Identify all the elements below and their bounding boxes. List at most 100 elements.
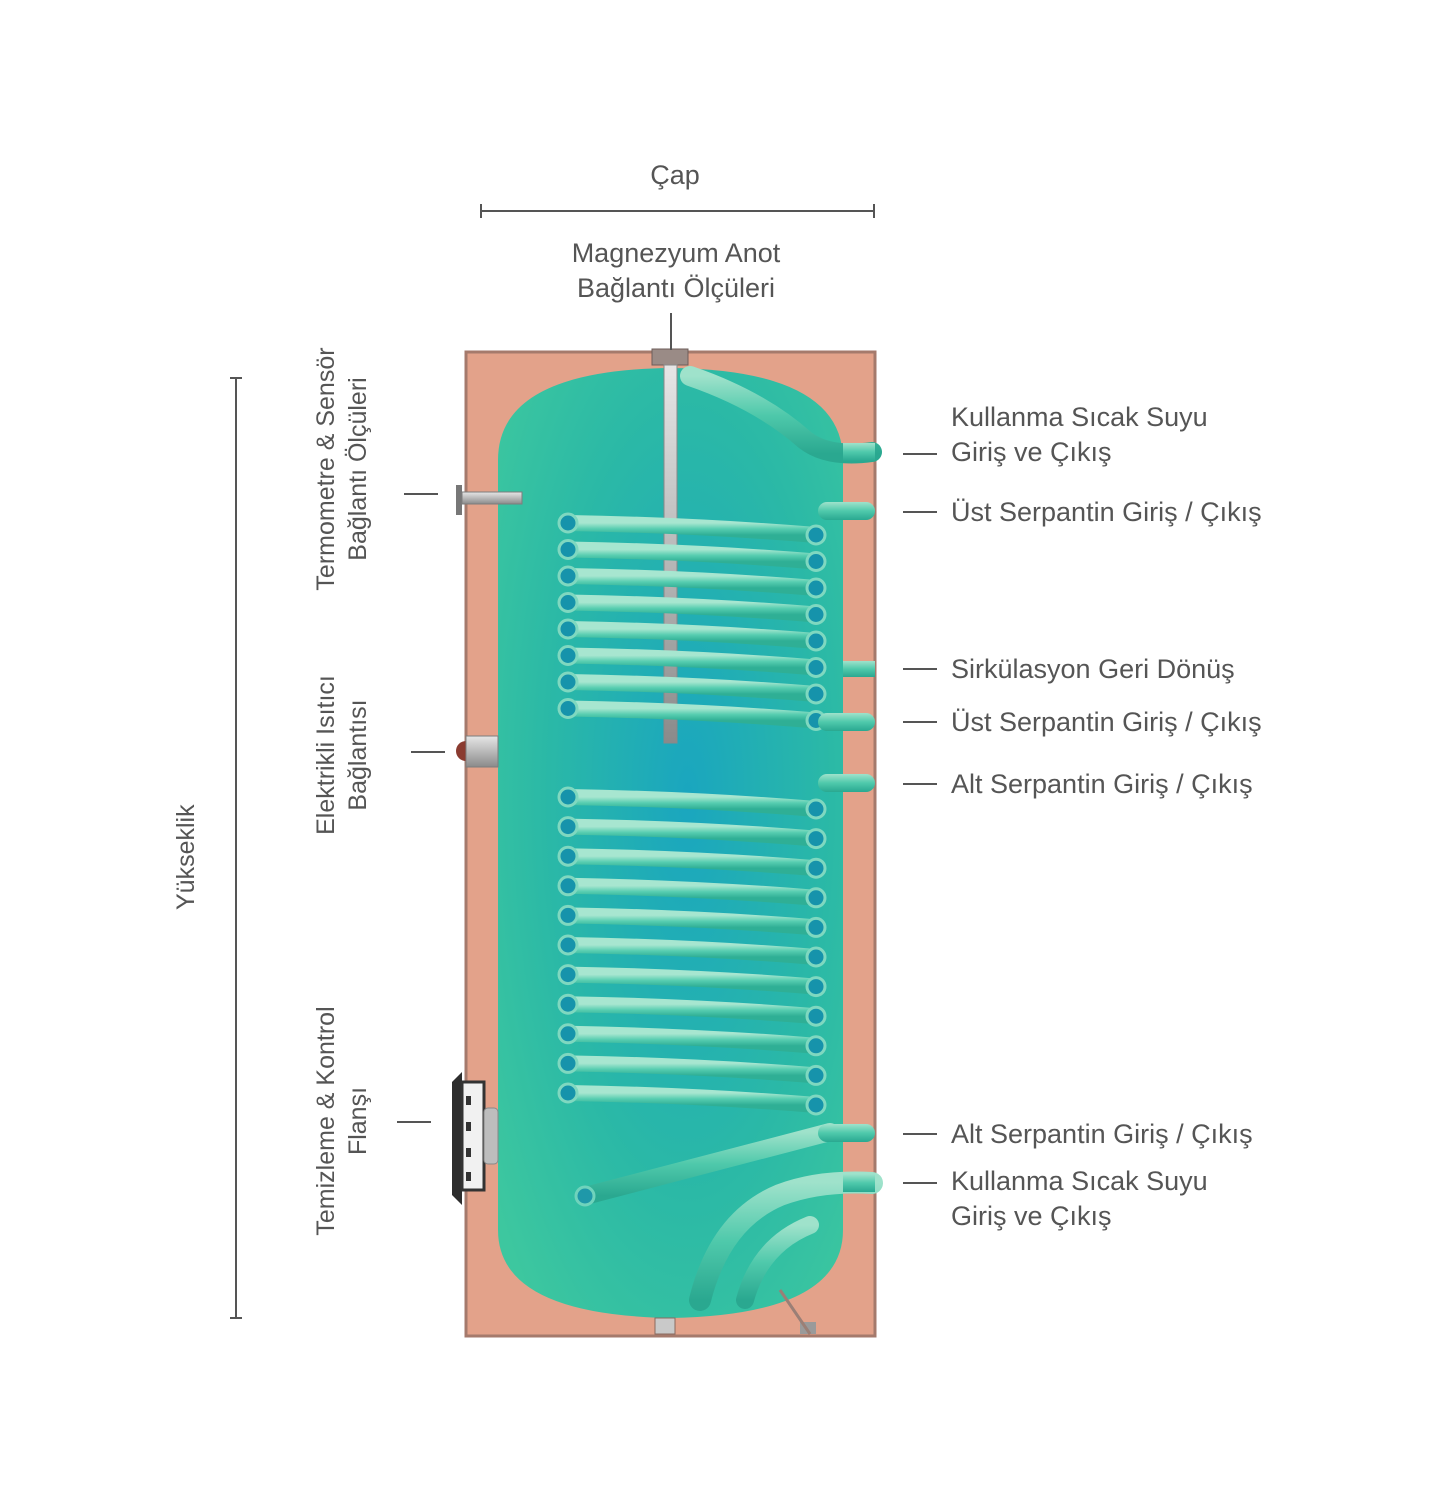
right-label-lower-coil-1-text: Alt Serpantin Giriş / Çıkış	[951, 769, 1253, 799]
upper-coil-left-opening	[557, 539, 579, 560]
callout-lines	[397, 313, 937, 1184]
nozzle-upper-coil-top	[818, 502, 875, 520]
lower-coil-tube	[560, 937, 824, 965]
right-nozzles	[818, 443, 875, 1192]
heater-label-line2: Bağlantısı	[344, 699, 372, 811]
lower-coil-right-opening	[805, 916, 827, 938]
right-label-upper-coil-2-text: Üst Serpantin Giriş / Çıkış	[951, 707, 1262, 737]
lower-coil-right-opening	[805, 798, 827, 820]
height-label: Yükseklik	[172, 804, 200, 910]
lower-coil-left-opening	[557, 934, 579, 956]
thermometer-label-line2: Bağlantı Ölçüleri	[344, 377, 372, 561]
lower-coil-left-opening	[557, 845, 579, 867]
upper-coil-right-opening	[805, 657, 827, 678]
upper-coil-tube	[560, 674, 824, 702]
upper-coil-left-opening	[557, 671, 579, 693]
upper-coil-left-opening	[557, 618, 579, 640]
diameter-dimension-line	[480, 204, 875, 218]
lower-coil-left-opening	[557, 1082, 579, 1104]
lower-coil-left-opening	[557, 993, 579, 1015]
anode-top-fitting	[651, 348, 689, 366]
nozzle-dhw-top	[843, 443, 875, 461]
lower-coil-right-opening	[805, 946, 827, 968]
right-label-dhw-bottom-line1: Kullanma Sıcak Suyu	[951, 1166, 1208, 1196]
lower-coil	[557, 786, 827, 1116]
upper-coil-left-opening	[557, 592, 579, 613]
upper-coil-tube	[560, 515, 824, 543]
cleaning-flange	[452, 1072, 499, 1205]
right-label-dhw-bottom: Kullanma Sıcak Suyu Giriş ve Çıkış	[951, 1164, 1208, 1234]
electric-heater-fitting	[456, 735, 499, 768]
inlet-diagonal-pipe	[576, 1123, 839, 1205]
lower-coil-right-opening	[805, 857, 827, 879]
lower-coil-right-opening	[805, 887, 827, 909]
upper-coil-left-opening	[557, 645, 579, 666]
lower-coil-tube	[560, 789, 824, 817]
nozzle-circulation-return	[843, 661, 875, 677]
upper-coil-left-opening	[557, 512, 579, 534]
nozzle-dhw-bottom	[843, 1174, 875, 1192]
right-label-dhw-top-line2: Giriş ve Çıkış	[951, 437, 1112, 467]
bottom-support	[778, 1289, 812, 1335]
upper-coil-tube	[560, 541, 824, 570]
flange-label-line1: Temizleme & Kontrol	[312, 1006, 340, 1236]
upper-coil-left-opening	[557, 698, 579, 719]
right-label-lower-coil-2: Alt Serpantin Giriş / Çıkış	[951, 1117, 1253, 1152]
lower-coil-tube	[560, 1055, 824, 1084]
lower-coil-left-opening	[557, 904, 579, 926]
upper-coil-left-opening	[557, 565, 579, 587]
bottom-dhw-pipe-2	[736, 1216, 819, 1309]
anode-label-line2: Bağlantı Ölçüleri	[576, 273, 776, 303]
lower-coil-left-opening	[557, 875, 579, 897]
bottom-drain-fitting	[654, 1317, 676, 1335]
lower-coil-tube	[560, 907, 824, 936]
upper-coil-right-opening	[805, 630, 827, 652]
lower-coil-left-opening	[557, 786, 579, 808]
upper-coil-tube	[560, 568, 824, 596]
heater-label: Elektrikli Isıtıcı Bağlantısı	[310, 664, 374, 846]
lower-coil-tube	[560, 848, 824, 877]
thermometer-label: Termometre & Sensör Bağlantı Ölçüleri	[310, 328, 374, 610]
right-label-lower-coil-1: Alt Serpantin Giriş / Çıkış	[951, 767, 1253, 802]
right-label-lower-coil-2-text: Alt Serpantin Giriş / Çıkış	[951, 1119, 1253, 1149]
lower-coil-right-opening	[805, 1094, 827, 1116]
diameter-label: Çap	[650, 160, 700, 190]
upper-coil-tube	[560, 700, 824, 729]
upper-coil-right-opening	[805, 551, 827, 572]
lower-coil-tube	[560, 877, 824, 906]
upper-coil-tube	[560, 647, 824, 676]
lower-coil-left-opening	[557, 1052, 579, 1074]
lower-coil-tube	[560, 966, 824, 995]
flange-label: Temizleme & Kontrol Flanşı	[310, 987, 374, 1255]
lower-coil-tube	[560, 996, 824, 1025]
right-label-circulation-text: Sirkülasyon Geri Dönüş	[951, 654, 1235, 684]
right-label-dhw-bottom-line2: Giriş ve Çıkış	[951, 1201, 1112, 1231]
lower-coil-tube	[560, 818, 824, 847]
lower-coil-tube	[560, 1025, 824, 1054]
upper-coil-right-opening	[805, 604, 827, 625]
lower-coil-left-opening	[557, 816, 579, 838]
anode-label: Magnezyum Anot Bağlantı Ölçüleri	[531, 236, 821, 306]
nozzle-lower-coil-top	[818, 774, 875, 792]
lower-coil-right-opening	[805, 976, 827, 998]
upper-coil	[557, 512, 827, 731]
lower-coil-right-opening	[805, 1064, 827, 1086]
upper-coil-right-opening	[805, 683, 827, 705]
upper-coil-right-opening	[805, 577, 827, 599]
upper-coil-tube	[560, 621, 824, 649]
lower-coil-left-opening	[557, 964, 579, 986]
lower-coil-tube	[560, 1085, 824, 1113]
bottom-dhw-pipe	[689, 1171, 883, 1311]
right-label-dhw-top: Kullanma Sıcak Suyu Giriş ve Çıkış	[951, 400, 1208, 470]
lower-coil-right-opening	[805, 1035, 827, 1057]
inlet-pipe-opening	[574, 1185, 596, 1207]
nozzle-upper-coil-bottom	[818, 713, 875, 731]
upper-coil-right-opening	[805, 524, 827, 546]
right-label-upper-coil-1: Üst Serpantin Giriş / Çıkış	[951, 495, 1262, 530]
nozzle-lower-coil-bottom	[818, 1124, 875, 1142]
upper-coil-tube	[560, 594, 824, 623]
thermometer-sensor-fitting	[456, 485, 523, 515]
flange-label-line2: Flanşı	[344, 1086, 372, 1156]
height-dimension-line	[230, 377, 242, 1319]
